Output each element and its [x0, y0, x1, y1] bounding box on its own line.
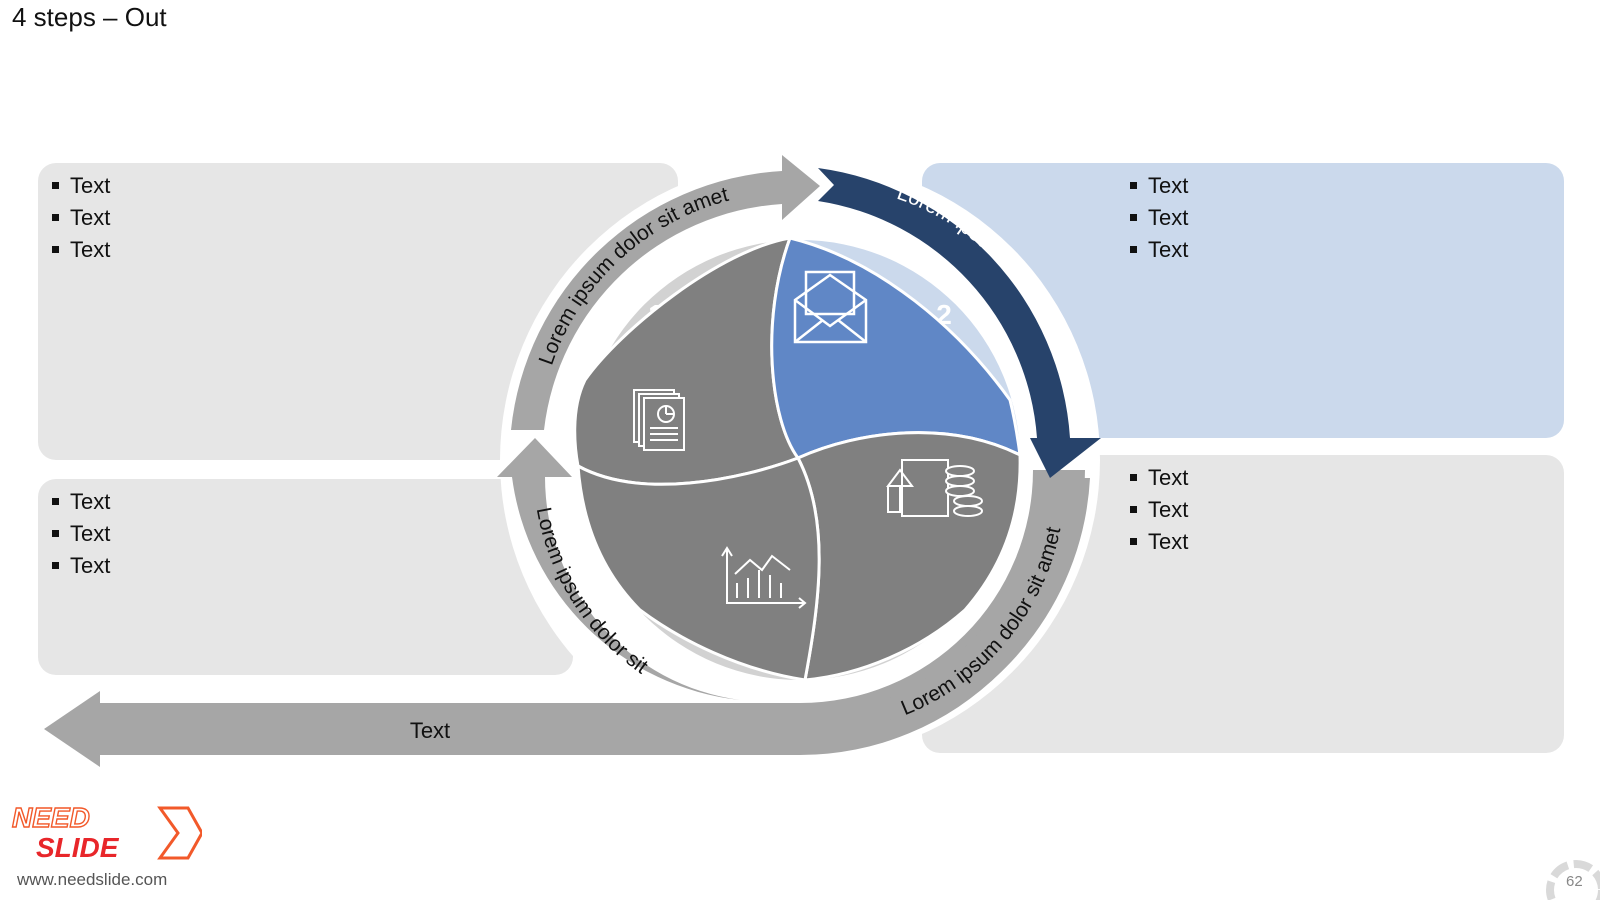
page-number: 62	[1566, 873, 1583, 890]
corner-cycle-icon	[1546, 860, 1600, 900]
envelope-icon	[793, 270, 868, 344]
money-transfer-icon	[886, 459, 983, 517]
petal-4	[576, 456, 821, 682]
bullet-item: Text	[1128, 170, 1188, 202]
bullet-list-bottom-right: Text Text Text	[1128, 462, 1188, 558]
bullet-item: Text	[50, 170, 110, 202]
slide-title: 4 steps – Out	[12, 2, 167, 32]
bullet-item: Text	[1128, 462, 1188, 494]
bullet-item: Text	[1128, 494, 1188, 526]
bullet-item: Text	[1128, 202, 1188, 234]
bullet-item: Text	[1128, 526, 1188, 558]
bullet-item: Text	[50, 202, 110, 234]
arc-arrow-top-left	[511, 155, 820, 430]
needslide-logo: NEED SLIDE	[11, 803, 202, 863]
website-url: www.needslide.com	[17, 870, 168, 889]
logo-chevron	[157, 806, 202, 860]
arc-band-bottom-right	[880, 478, 1090, 735]
bullet-item: Text	[50, 486, 110, 518]
report-document-icon	[633, 389, 685, 451]
out-arrow-label: Text	[410, 718, 450, 743]
bullet-list-top-left: Text Text Text	[50, 170, 110, 266]
arc-arrow-left	[497, 438, 740, 700]
out-arrow	[44, 470, 1085, 767]
panel-bottom-left	[38, 479, 573, 675]
logo-text-line1: NEED	[12, 803, 90, 833]
bullet-item: Text	[50, 234, 110, 266]
logo-text-line2: SLIDE	[36, 832, 120, 863]
bullet-list-top-right: Text Text Text	[1128, 170, 1188, 266]
bullet-list-bottom-left: Text Text Text	[50, 486, 110, 582]
bullet-item: Text	[1128, 234, 1188, 266]
arc-arrow-top-right	[818, 168, 1101, 478]
bullet-item: Text	[50, 550, 110, 582]
growth-chart-icon	[721, 546, 807, 609]
bullet-item: Text	[50, 518, 110, 550]
